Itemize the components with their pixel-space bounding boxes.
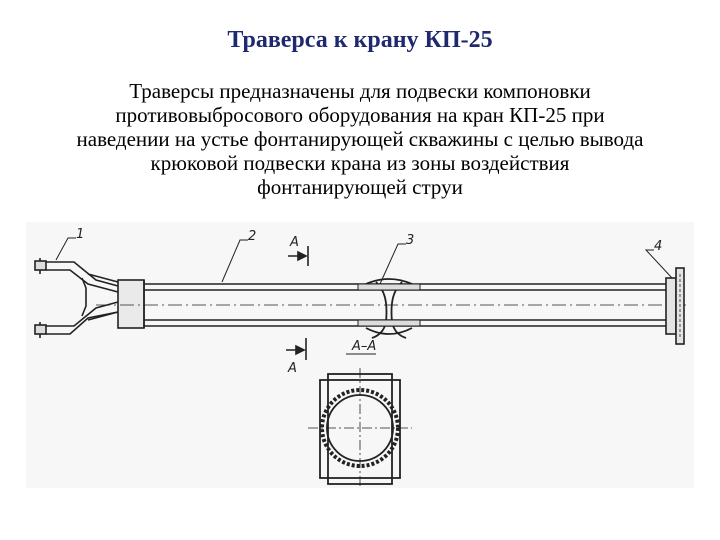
body-line: Траверсы предназначены для подвески комп… (129, 79, 591, 103)
section-mark-bottom (286, 338, 307, 360)
callout-1: 1 (76, 227, 84, 242)
slide-body-text: Траверсы предназначены для подвески комп… (6, 79, 714, 199)
body-line: фонтанирующей струи (257, 175, 463, 199)
traverse-technical-drawing: A A 1 2 3 4 A–A (26, 222, 694, 488)
section-view (308, 368, 412, 488)
section-title: A–A (351, 339, 376, 354)
section-letter-bottom: A (287, 361, 297, 376)
end-plate (665, 267, 685, 345)
body-line: наведении на устье фонтанирующей скважин… (76, 127, 644, 151)
head-block (117, 279, 145, 329)
body-line: противовыбросового оборудования на кран … (115, 103, 605, 127)
callout-leaders (55, 237, 673, 285)
callout-2: 2 (248, 229, 256, 244)
center-clamp (357, 278, 421, 339)
callout-4: 4 (654, 239, 662, 254)
callout-3: 3 (406, 233, 414, 248)
slide-title: Траверса к крану КП-25 (227, 27, 493, 53)
body-line: крюковой подвески крана из зоны воздейст… (150, 151, 570, 175)
section-mark-top (288, 246, 309, 266)
section-letter-top: A (289, 235, 299, 250)
